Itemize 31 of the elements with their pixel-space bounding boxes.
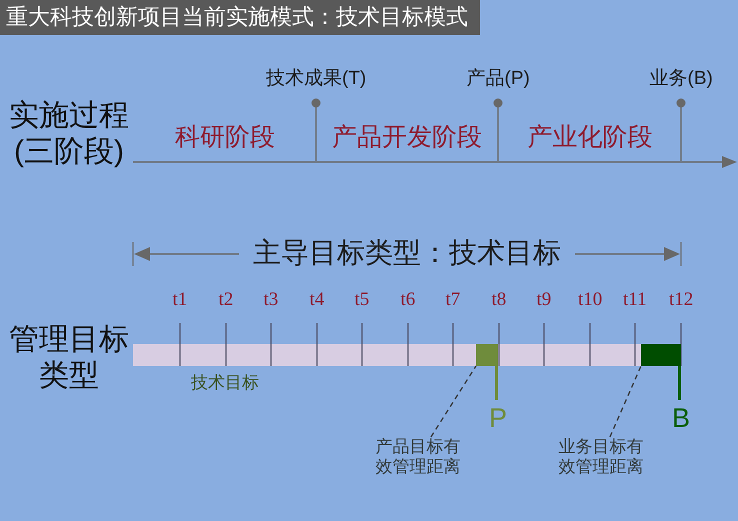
leader-line <box>430 366 477 438</box>
time-label: t8 <box>492 289 506 312</box>
time-label: t3 <box>264 289 278 312</box>
time-label: t6 <box>400 289 416 312</box>
phase-label: 产品开发阶段 <box>332 122 482 152</box>
dimension-label: 主导目标类型：技术目标 <box>253 236 561 270</box>
callout-text: 产品目标有效管理距离 <box>372 437 464 478</box>
phase-label: 科研阶段 <box>175 122 275 152</box>
time-label: t2 <box>218 289 234 312</box>
bar-caption: 技术目标 <box>191 373 259 394</box>
time-label: t4 <box>310 289 324 312</box>
row-heading: 实施过程(三阶段) <box>8 98 130 170</box>
time-label: t1 <box>172 289 188 312</box>
marker-letter: B <box>672 402 690 434</box>
time-label: t5 <box>354 289 370 312</box>
time-label: t12 <box>669 289 694 312</box>
bar-segment <box>641 344 681 366</box>
milestone-label: 产品(P) <box>466 68 530 91</box>
callout-text: 业务目标有效管理距离 <box>555 437 647 478</box>
time-label: t9 <box>536 289 552 312</box>
milestone-label: 技术成果(T) <box>266 68 366 91</box>
phase-label: 产业化阶段 <box>528 122 652 152</box>
milestone-label: 业务(B) <box>650 68 713 91</box>
bar-segment <box>476 344 498 366</box>
title-banner: 重大科技创新项目当前实施模式：技术目标模式 <box>0 0 480 36</box>
time-label: t10 <box>578 289 602 312</box>
row-heading: 管理目标类型 <box>8 322 130 394</box>
time-label: t7 <box>446 289 460 312</box>
marker-letter: P <box>489 402 508 434</box>
time-label: t11 <box>623 289 647 312</box>
leader-line <box>609 366 642 438</box>
